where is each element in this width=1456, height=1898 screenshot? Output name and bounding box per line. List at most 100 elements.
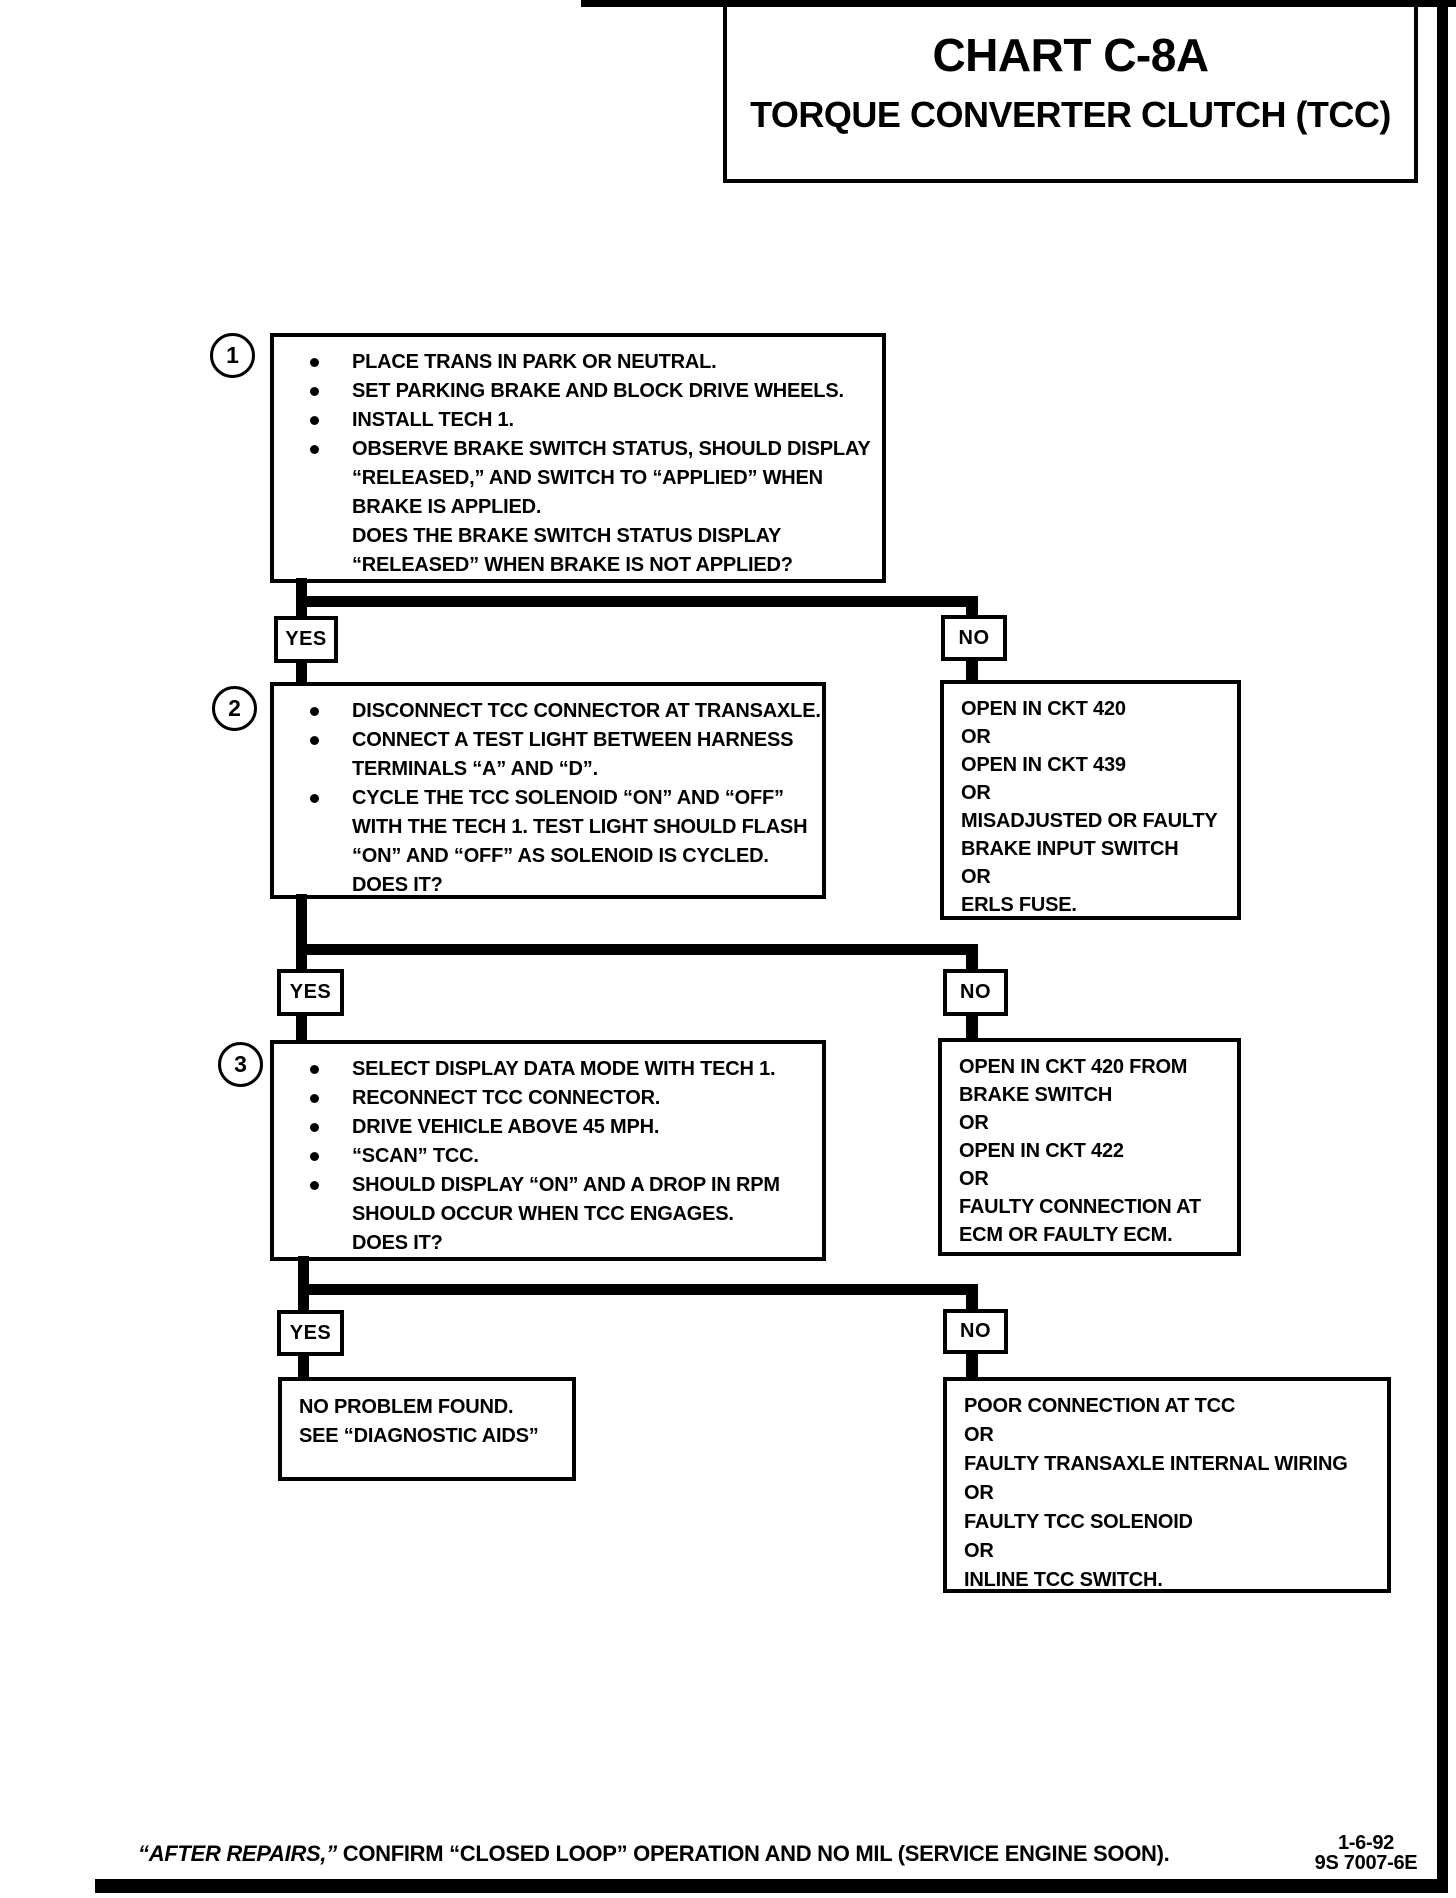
step-line: DISCONNECT TCC CONNECTOR AT TRANSAXLE.	[274, 697, 822, 726]
step-3-box: SELECT DISPLAY DATA MODE WITH TECH 1. RE…	[270, 1040, 826, 1261]
branch-no-3-label: NO	[960, 1320, 991, 1342]
step-line-text: SET PARKING BRAKE AND BLOCK DRIVE WHEELS…	[352, 380, 844, 402]
result-line: SEE “DIAGNOSTIC AIDS”	[299, 1425, 539, 1447]
bullet-dot	[310, 794, 319, 803]
bullet-dot	[310, 707, 319, 716]
result-no-3-lines: POOR CONNECTION AT TCC OR FAULTY TRANSAXLE…	[947, 1381, 1387, 1595]
step-2-lines: DISCONNECT TCC CONNECTOR AT TRANSAXLE. C…	[274, 686, 822, 900]
connector-1-no-down	[966, 658, 978, 684]
result-line: FAULTY TCC SOLENOID	[964, 1511, 1193, 1533]
step-3-number-label: 3	[234, 1051, 247, 1077]
result-line: NO PROBLEM FOUND.	[299, 1396, 514, 1418]
step-line-text: BRAKE IS APPLIED.	[352, 496, 542, 518]
connector-2-yes-down	[296, 1012, 307, 1044]
step-2-box: DISCONNECT TCC CONNECTOR AT TRANSAXLE. C…	[270, 682, 826, 899]
branch-yes-3: YES	[277, 1310, 344, 1356]
branch-yes-3-label: YES	[289, 1321, 332, 1344]
step-line-text: OBSERVE BRAKE SWITCH STATUS, SHOULD DISP…	[352, 438, 871, 460]
step-line: DOES IT?	[274, 1229, 822, 1258]
result-line: OPEN IN CKT 420	[961, 698, 1126, 720]
step-line: SELECT DISPLAY DATA MODE WITH TECH 1.	[274, 1055, 822, 1084]
result-no-2-box: OPEN IN CKT 420 FROM BRAKE SWITCH OR OPEN I…	[938, 1038, 1241, 1256]
result-line: OR	[961, 866, 991, 888]
step-3-lines: SELECT DISPLAY DATA MODE WITH TECH 1. RE…	[274, 1044, 822, 1258]
connector-3-horizontal	[298, 1284, 978, 1295]
step-line-text: DOES IT?	[352, 1232, 443, 1254]
step-line: CONNECT A TEST LIGHT BETWEEN HARNESS	[274, 726, 822, 755]
step-line: DOES THE BRAKE SWITCH STATUS DISPLAY	[274, 522, 882, 551]
step-line-text: “ON” AND “OFF” AS SOLENOID IS CYCLED.	[352, 845, 769, 867]
step-line-text: DISCONNECT TCC CONNECTOR AT TRANSAXLE.	[352, 700, 821, 722]
bullet-dot	[310, 445, 319, 454]
branch-no-1: NO	[941, 615, 1007, 661]
result-line: FAULTY TRANSAXLE INTERNAL WIRING	[964, 1453, 1348, 1475]
step-line-text: PLACE TRANS IN PARK OR NEUTRAL.	[352, 351, 717, 373]
step-line: OBSERVE BRAKE SWITCH STATUS, SHOULD DISP…	[274, 435, 882, 464]
result-line: OR	[959, 1168, 989, 1190]
revision-date: 1-6-92	[1337, 1832, 1394, 1854]
step-line-text: SELECT DISPLAY DATA MODE WITH TECH 1.	[352, 1058, 776, 1080]
connector-1-yes-down	[296, 658, 307, 686]
result-line: OPEN IN CKT 422	[959, 1140, 1124, 1162]
step-line-text: DOES THE BRAKE SWITCH STATUS DISPLAY	[352, 525, 782, 547]
connector-1-horizontal	[296, 596, 978, 607]
branch-no-3: NO	[943, 1309, 1008, 1354]
branch-yes-1-label: YES	[285, 628, 327, 650]
step-line: “RELEASED” WHEN BRAKE IS NOT APPLIED?	[274, 551, 882, 580]
revision-code: 9S 7007-6E	[1314, 1852, 1418, 1874]
connector-2-no-down	[966, 1012, 978, 1042]
step-line: DOES IT?	[274, 871, 822, 900]
result-line: OPEN IN CKT 420 FROM	[959, 1056, 1188, 1078]
step-2-number: 2	[212, 686, 257, 731]
step-line-text: CYCLE THE TCC SOLENOID “ON” AND “OFF”	[352, 787, 784, 809]
page-border-right	[1437, 0, 1448, 1893]
bullet-dot	[310, 1152, 319, 1161]
step-1-number-label: 1	[226, 342, 239, 368]
branch-yes-1: YES	[274, 616, 338, 663]
result-line: BRAKE SWITCH	[959, 1084, 1113, 1106]
result-line: OR	[964, 1482, 994, 1504]
chart-title: CHART C-8A	[932, 29, 1209, 81]
result-line: OR	[964, 1424, 994, 1446]
connector-2-left-stub	[296, 894, 307, 974]
step-line-text: DRIVE VEHICLE ABOVE 45 MPH.	[352, 1116, 660, 1138]
connector-3-yes-down	[298, 1352, 309, 1381]
result-no-3-box: POOR CONNECTION AT TCC OR FAULTY TRANSAXLE…	[943, 1377, 1391, 1593]
connector-3-no-down	[966, 1350, 978, 1381]
step-line: BRAKE IS APPLIED.	[274, 493, 882, 522]
connector-1-right-stub	[966, 596, 978, 620]
connector-3-right-stub	[966, 1284, 978, 1314]
footer-rest: CONFIRM “CLOSED LOOP” OPERATION AND NO M…	[336, 1841, 1170, 1866]
step-line: WITH THE TECH 1. TEST LIGHT SHOULD FLASH	[274, 813, 822, 842]
bullet-dot	[310, 1094, 319, 1103]
result-yes-3-lines: NO PROBLEM FOUND. SEE “DIAGNOSTIC AIDS”	[282, 1381, 572, 1451]
step-1-box: PLACE TRANS IN PARK OR NEUTRAL. SET PARK…	[270, 333, 886, 583]
result-line: ERLS FUSE.	[961, 894, 1077, 916]
step-line-text: “SCAN” TCC.	[352, 1145, 479, 1167]
revision-block: 1-6-92 9S 7007-6E	[1300, 1833, 1432, 1873]
step-line-text: TERMINALS “A” AND “D”.	[352, 758, 598, 780]
step-3-number: 3	[218, 1042, 263, 1087]
result-line: OR	[961, 782, 991, 804]
step-1-lines: PLACE TRANS IN PARK OR NEUTRAL. SET PARK…	[274, 337, 882, 580]
bullet-dot	[310, 416, 319, 425]
result-line: OR	[959, 1112, 989, 1134]
result-line: ECM OR FAULTY ECM.	[959, 1224, 1173, 1246]
bullet-dot	[310, 358, 319, 367]
result-line: FAULTY CONNECTION AT	[959, 1196, 1201, 1218]
step-line: “ON” AND “OFF” AS SOLENOID IS CYCLED.	[274, 842, 822, 871]
result-line: OR	[961, 726, 991, 748]
result-line: INLINE TCC SWITCH.	[964, 1569, 1163, 1591]
result-line: OR	[964, 1540, 994, 1562]
step-line: PLACE TRANS IN PARK OR NEUTRAL.	[274, 348, 882, 377]
chart-title-box: CHART C-8A TORQUE CONVERTER CLUTCH (TCC)	[723, 0, 1418, 183]
step-line-text: CONNECT A TEST LIGHT BETWEEN HARNESS	[352, 729, 794, 751]
step-line-text: WITH THE TECH 1. TEST LIGHT SHOULD FLASH	[352, 816, 808, 838]
step-line: “RELEASED,” AND SWITCH TO “APPLIED” WHEN	[274, 464, 882, 493]
connector-2-right-stub	[966, 944, 978, 974]
step-line-text: “RELEASED,” AND SWITCH TO “APPLIED” WHEN	[352, 467, 823, 489]
footer-note: “AFTER REPAIRS,” CONFIRM “CLOSED LOOP” O…	[138, 1841, 1170, 1867]
result-line: POOR CONNECTION AT TCC	[964, 1395, 1236, 1417]
